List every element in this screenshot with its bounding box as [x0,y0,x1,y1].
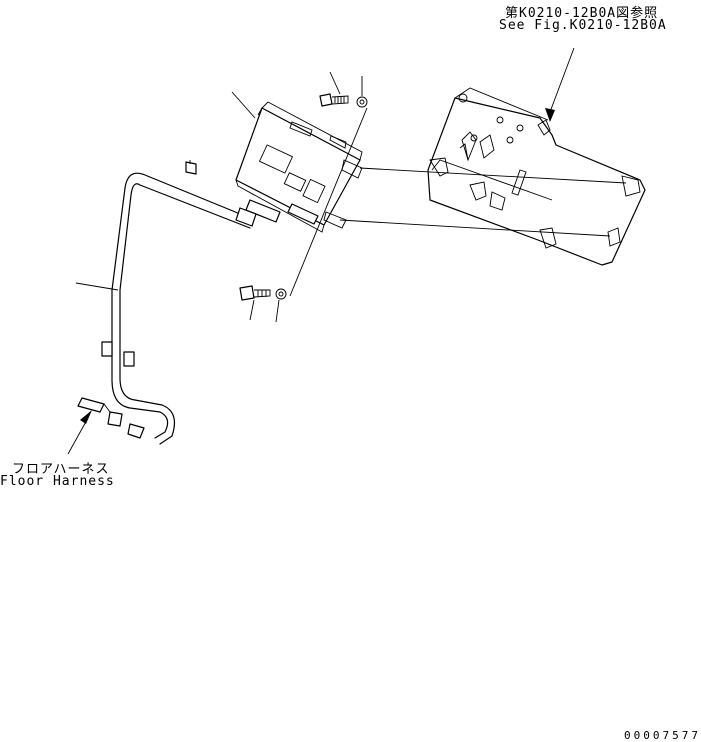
washer-bottom [275,288,287,323]
floor-harness-label-english: Floor Harness [0,474,115,489]
reference-arrow [545,47,575,122]
alignment-lines [75,107,627,297]
controller-unit [231,91,363,233]
floor-harness-arrow [67,410,92,455]
wire-harness [77,160,257,445]
reference-label-japanese: 第K0210-12B0A図参照 [505,6,659,21]
washer-top [356,76,368,108]
drawing-code: 00007577 [624,729,701,742]
bolt-top [319,71,349,107]
bolt-bottom [239,285,271,321]
mounting-bracket [427,87,646,266]
floor-harness-label-japanese: フロアハーネス [12,462,110,477]
reference-label-english: See Fig.K0210-12B0A [499,18,667,33]
